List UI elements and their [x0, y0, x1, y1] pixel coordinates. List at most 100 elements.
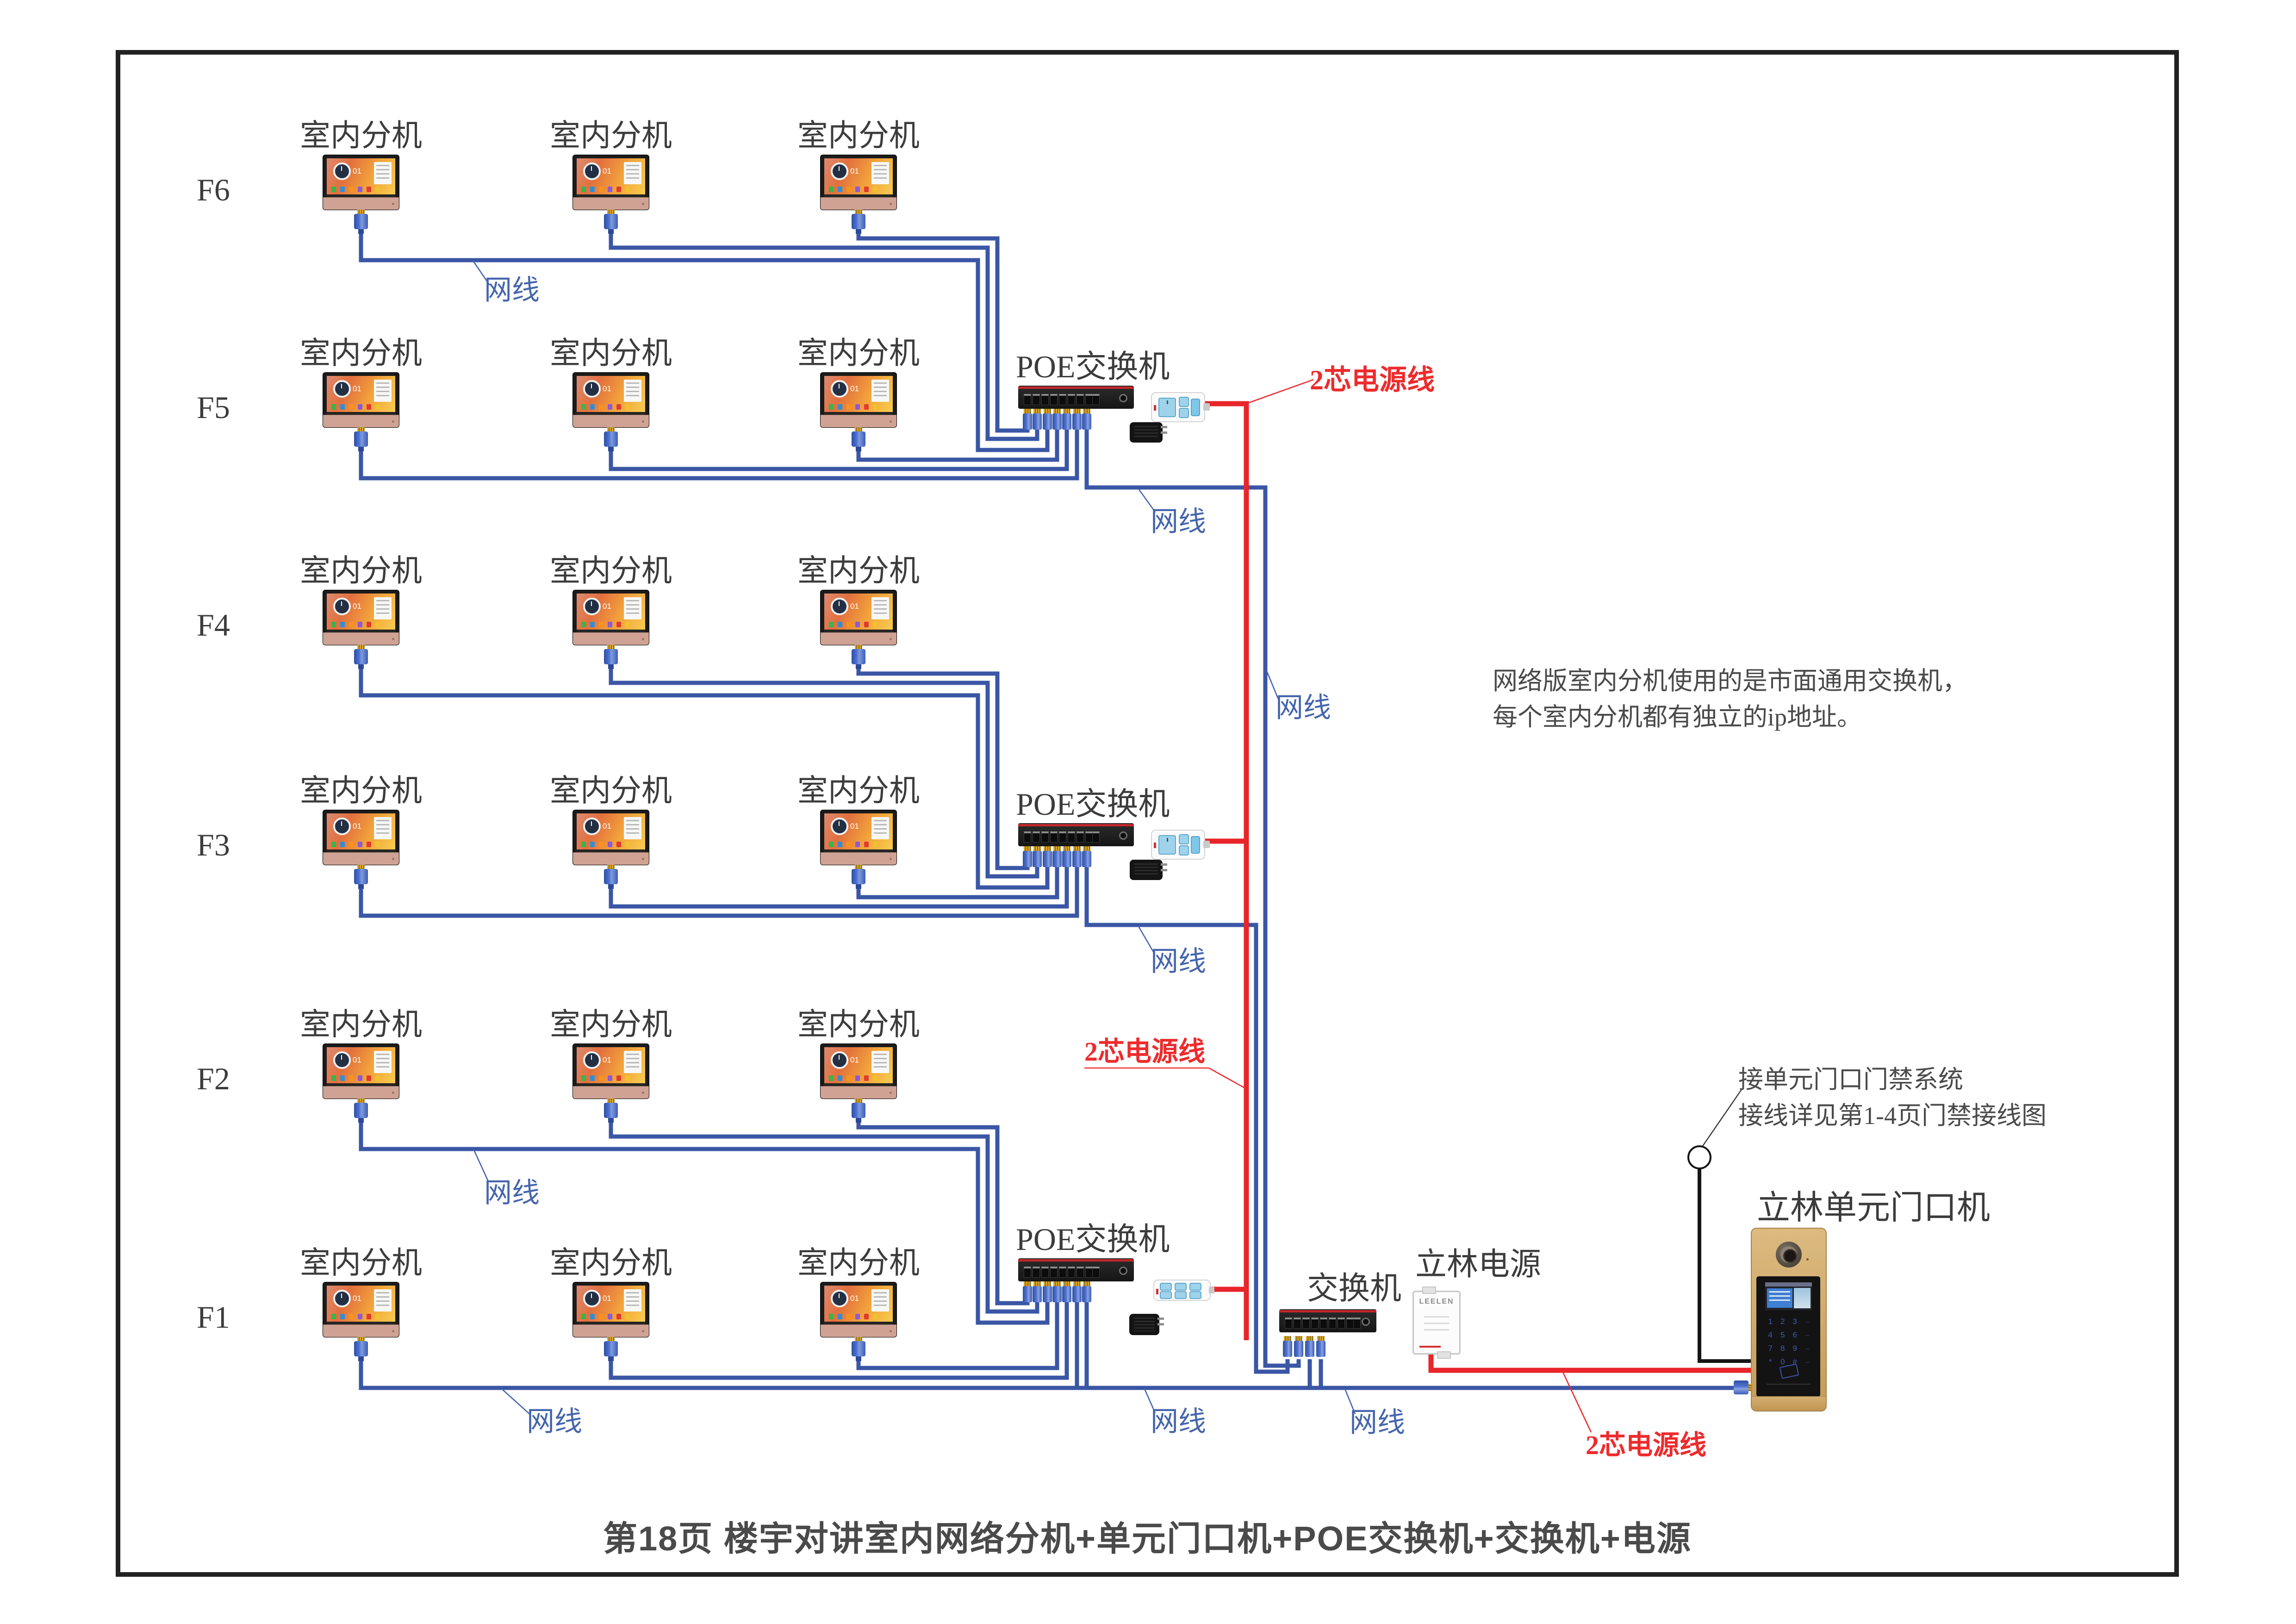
clock-icon — [583, 1290, 601, 1307]
indoor-unit: 01 — [323, 373, 399, 427]
rj45-body — [1033, 413, 1042, 430]
socket-icon — [1158, 835, 1176, 855]
rj45-body — [852, 1103, 865, 1118]
indoor-unit: 01 — [573, 810, 649, 865]
poe-switch — [1018, 823, 1134, 846]
rj45-pins — [1024, 1281, 1031, 1286]
indoor-unit-screen: 01 — [327, 376, 395, 412]
clock-text: 01 — [603, 1056, 611, 1064]
socket-icon — [1160, 1283, 1172, 1291]
rj45-pins — [607, 210, 615, 214]
rj45-connector — [1052, 409, 1062, 430]
indoor-unit-label: 室内分机 — [550, 119, 672, 153]
screen-menu-panel — [1767, 1288, 1792, 1308]
android-nav-bar — [824, 850, 893, 854]
socket-icon — [1160, 1291, 1172, 1299]
rj45-pins — [1053, 846, 1061, 851]
rj45-pins — [1063, 409, 1070, 413]
power-switch-button — [1191, 399, 1200, 416]
app-icons-row — [581, 1075, 641, 1081]
clock-icon — [333, 598, 351, 615]
rj45-cable-boot — [358, 1118, 364, 1123]
rj45-body — [852, 431, 865, 447]
android-nav-bar — [577, 1322, 645, 1326]
indoor-unit-screen: 01 — [824, 1047, 893, 1083]
keypad-function-key: – — [1805, 1357, 1810, 1366]
rj45-pins — [357, 1099, 365, 1103]
indoor-unit-label: 室内分机 — [550, 337, 672, 370]
rj45-pins — [1044, 1281, 1051, 1286]
ethernet-port — [1353, 1318, 1361, 1329]
app-icons-row — [829, 842, 889, 847]
indoor-unit-base — [821, 1324, 896, 1337]
android-nav-bar — [577, 850, 645, 854]
rj45-pins — [855, 1099, 862, 1103]
screen-info-card — [374, 1051, 392, 1073]
page-border — [116, 50, 2179, 1577]
clock-text: 01 — [353, 1294, 361, 1303]
rj45-pins — [1083, 1281, 1090, 1286]
indoor-unit: 01 — [821, 1044, 896, 1099]
rj45-body — [1082, 1286, 1091, 1302]
power-indicator — [1154, 405, 1156, 411]
poe-switch-label: POE交换机 — [1016, 787, 1170, 822]
rj45-body — [1023, 413, 1032, 430]
android-nav-bar — [327, 1322, 395, 1326]
poe-switch — [1018, 386, 1134, 409]
poe-switch-label: POE交换机 — [1016, 349, 1170, 384]
app-icons-row — [581, 622, 641, 627]
indoor-unit-screen: 01 — [577, 1286, 645, 1322]
keypad-key: 7 — [1768, 1344, 1773, 1353]
rj45-pins — [1083, 846, 1090, 851]
rj45-connector — [1072, 1281, 1082, 1302]
clock-text: 01 — [603, 602, 611, 611]
rj45-cable-boot — [856, 664, 861, 669]
socket-icon — [1179, 397, 1189, 407]
rj45-pins — [1024, 846, 1031, 851]
power-led-icon — [1119, 394, 1127, 402]
clock-icon — [333, 380, 351, 398]
android-nav-bar — [824, 1084, 893, 1087]
keypad-key: 0 — [1780, 1357, 1785, 1366]
clock-icon — [583, 162, 601, 180]
indoor-unit-label: 室内分机 — [300, 554, 422, 588]
rj45-body — [1062, 851, 1071, 867]
rj45-pins — [855, 427, 862, 431]
rj45-body — [604, 1103, 618, 1118]
ethernet-port — [1041, 1267, 1049, 1278]
floor-label: F1 — [197, 1299, 230, 1335]
indoor-unit-base — [323, 197, 399, 210]
rj45-cable-boot — [856, 1356, 861, 1361]
keypad-key: 3 — [1792, 1317, 1797, 1326]
net-cable-label: 网线 — [484, 1178, 540, 1208]
rj45-pins — [1033, 846, 1041, 851]
ethernet-port — [1320, 1318, 1327, 1329]
indoor-unit-label: 室内分机 — [300, 337, 422, 370]
indoor-unit-base — [573, 415, 649, 427]
plug-prong-icon — [1157, 1323, 1164, 1325]
rj45-body — [1305, 1341, 1314, 1357]
rj45-pins — [1295, 1336, 1302, 1341]
indoor-unit-base — [323, 852, 399, 865]
screen-titlebar — [1765, 1282, 1812, 1287]
app-icons-row — [331, 1314, 392, 1319]
net-cable-label: 网线 — [1350, 1407, 1405, 1438]
rj45-cable-boot — [358, 229, 364, 234]
clock-text: 01 — [353, 384, 361, 393]
annotation-line1: 网络版室内分机使用的是市面通用交换机， — [1493, 667, 1967, 695]
screen-info-card — [374, 1289, 392, 1312]
rj45-connector — [852, 427, 865, 451]
power-led-icon — [1362, 1318, 1370, 1326]
rj45-connector — [852, 645, 865, 669]
screen-info-card — [374, 817, 392, 839]
indoor-unit-screen: 01 — [327, 1047, 395, 1083]
ethernet-port — [1050, 831, 1058, 843]
indoor-unit-base — [573, 197, 649, 210]
ethernet-port — [1294, 1318, 1301, 1329]
switch-top-stripe — [1018, 1259, 1134, 1262]
app-icons-row — [331, 622, 392, 627]
floor-label: F4 — [197, 607, 230, 643]
screen-info-card — [624, 380, 641, 402]
